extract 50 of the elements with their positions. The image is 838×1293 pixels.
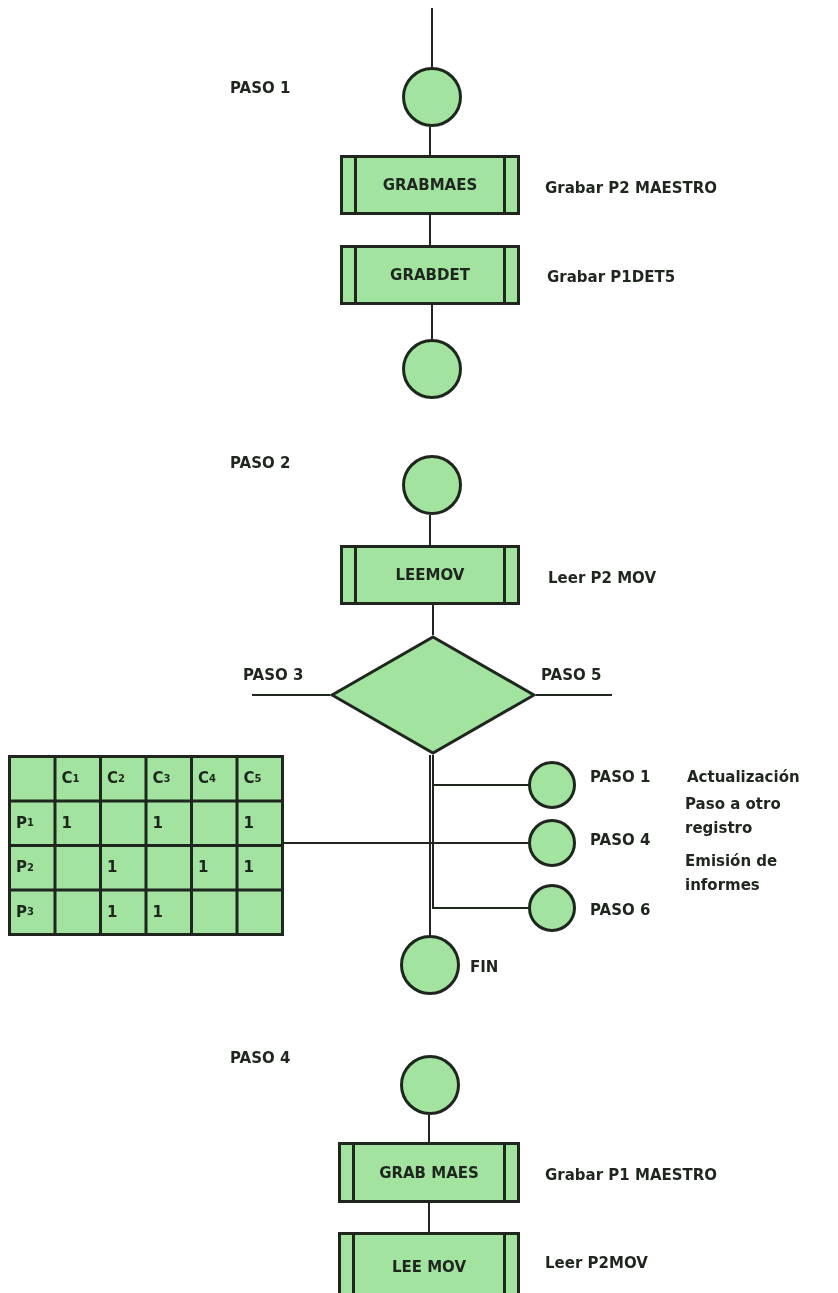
table-cell-text: 1 [243,812,254,834]
connector-line [535,694,613,696]
connector-circle [402,339,462,399]
connector-circle [528,819,576,867]
step-description: Grabar P1 MAESTRO [545,1165,718,1186]
connector-line [432,604,434,636]
connector-line [429,126,431,156]
step-heading: PASO 2 [230,453,291,474]
connector-circle [400,1055,460,1115]
connector-line [429,214,431,246]
connector-line [429,754,431,936]
connector-line [431,304,433,340]
step-label: PASO 4 [590,830,651,851]
step-description: Leer P2MOV [545,1253,648,1274]
connector-circle [402,455,462,515]
process-box: GRABDET [340,245,520,305]
connector-line [428,1202,430,1233]
step-description: Grabar P1DET5 [547,267,676,288]
step-label: PASO 1 [590,767,651,788]
table-cell-text: 1 [198,857,209,879]
connector-line [428,1114,430,1143]
connector-circle [528,761,576,809]
table-cell-text: 1 [152,812,163,834]
step-description: Paso a otro registro [685,794,782,839]
edge-label: PASO 3 [243,665,304,686]
connector-line [251,694,331,696]
process-box: LEEMOV [340,545,520,605]
connector-line [431,7,433,68]
connector-circle [402,67,462,127]
decision-diamond [330,635,536,755]
matrix-table [8,755,284,936]
step-heading: PASO 1 [230,78,291,99]
connector-line [429,514,431,546]
edge-label: PASO 5 [541,665,602,686]
step-description: Leer P2 MOV [548,568,657,589]
table-cell-text: 1 [152,901,163,923]
step-description: Emisión de informes [685,851,779,896]
step-description: Grabar P2 MAESTRO [545,178,718,199]
table-cell-text: 1 [107,857,118,879]
table-cell-text: 1 [243,857,254,879]
process-box: GRAB MAES [338,1142,520,1203]
connector-circle [400,935,460,995]
step-label: FIN [470,957,499,978]
step-label: PASO 6 [590,900,651,921]
process-box: GRABMAES [340,155,520,215]
step-heading: PASO 4 [230,1048,291,1069]
step-description: Actualización [687,767,800,788]
table-cell-text: 1 [107,901,118,923]
connector-circle [528,884,576,932]
table-cell-text: 1 [61,812,72,834]
